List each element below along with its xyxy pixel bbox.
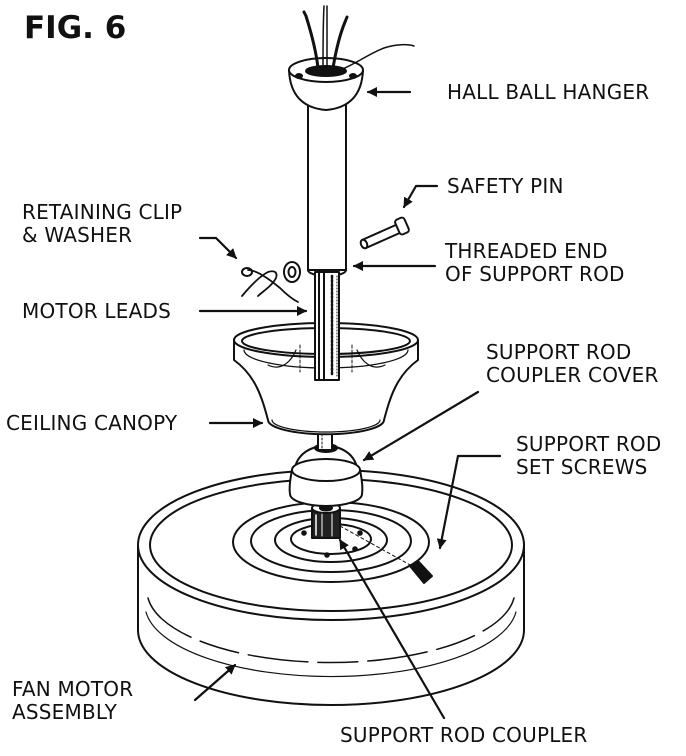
hanger-wires: [302, 5, 415, 71]
retaining-clip: [241, 267, 299, 303]
washer: [283, 261, 301, 283]
coupler-cover: [288, 443, 364, 507]
label-motor-leads: MOTOR LEADS: [22, 299, 171, 323]
label-ceiling-canopy: CEILING CANOPY: [6, 411, 178, 435]
hall-ball-hanger: [288, 57, 364, 111]
label-support-rod-coupler: SUPPORT ROD COUPLER: [340, 723, 588, 747]
label-coupler-cover: SUPPORT ROD: [486, 340, 632, 364]
label-threaded-end-of-rod: OF SUPPORT ROD: [445, 262, 625, 286]
leader-arrows: [193, 87, 502, 720]
label-retaining-clip-washer: & WASHER: [22, 223, 133, 247]
label-fan-motor: FAN MOTOR: [12, 677, 134, 701]
label-coupler-cover-2: COUPLER COVER: [486, 363, 659, 387]
set-screw: [339, 525, 433, 584]
label-hall-ball-hanger: HALL BALL HANGER: [447, 80, 650, 104]
label-fan-motor-assembly: ASSEMBLY: [12, 700, 117, 724]
support-rod-coupler: [311, 502, 341, 539]
support-rod: [307, 99, 347, 381]
label-retaining-clip: RETAINING CLIP: [22, 200, 183, 224]
figure-title: FIG. 6: [24, 10, 127, 46]
safety-pin: [359, 216, 410, 250]
label-set-screws: SUPPORT ROD: [516, 432, 662, 456]
label-set-screws-2: SET SCREWS: [516, 455, 648, 479]
label-threaded-end: THREADED END: [445, 239, 608, 263]
label-safety-pin: SAFETY PIN: [447, 174, 564, 198]
